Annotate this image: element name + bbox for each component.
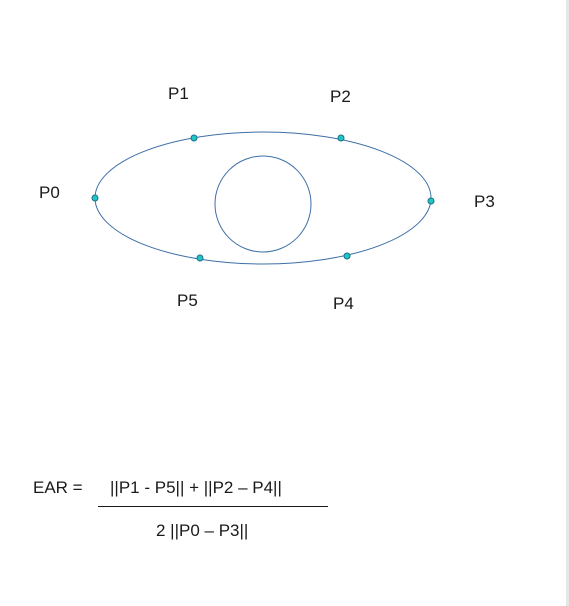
label-p4: P4 (333, 294, 354, 313)
landmark-points (91, 134, 435, 262)
point-marker-p0 (91, 194, 99, 202)
point-marker-p3 (427, 197, 435, 205)
label-p1: P1 (168, 84, 189, 103)
point-marker-p4 (343, 252, 351, 260)
iris-circle (214, 155, 312, 253)
page-edge (566, 0, 569, 606)
label-p3: P3 (474, 192, 495, 211)
label-p0: P0 (39, 183, 60, 202)
point-marker-p5 (196, 254, 204, 262)
formula-lhs: EAR = (33, 478, 83, 497)
label-p2: P2 (330, 87, 351, 106)
formula-denominator: 2 ||P0 – P3|| (156, 521, 249, 540)
point-marker-p2 (337, 134, 345, 142)
label-p5: P5 (177, 291, 198, 310)
formula-numerator: ||P1 - P5|| + ||P2 – P4|| (110, 478, 282, 497)
point-marker-p1 (190, 134, 198, 142)
fraction-bar (98, 506, 328, 507)
eye-outline (94, 131, 432, 265)
